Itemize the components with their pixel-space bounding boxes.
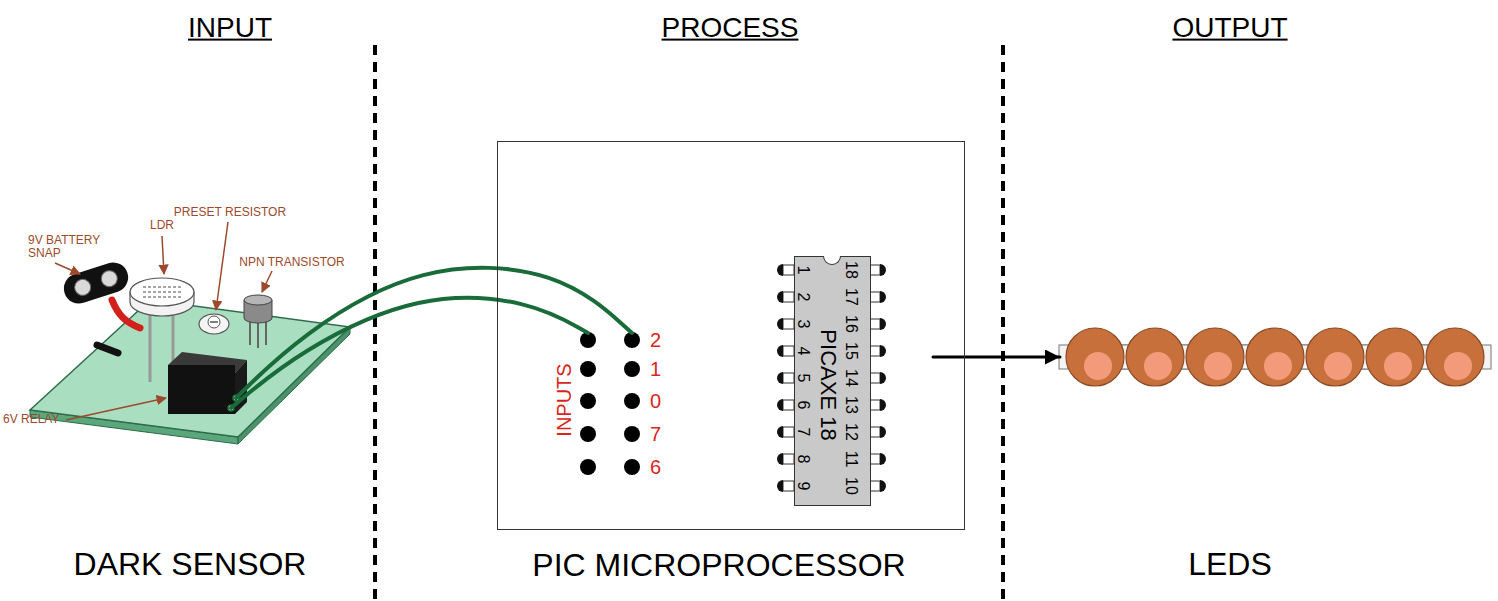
signal-wire <box>231 298 588 408</box>
chip-notch <box>823 256 841 265</box>
input-header <box>580 332 640 475</box>
input-number: 0 <box>650 390 661 412</box>
pin-number: 16 <box>842 315 860 333</box>
section-divider <box>1001 45 1005 601</box>
led-strip: LEDS <box>1060 320 1490 585</box>
part-label: NPN TRANSISTOR <box>239 256 345 269</box>
section-heading: INPUT <box>188 13 272 44</box>
pin-number: 14 <box>842 369 860 387</box>
flow-arrow <box>933 356 1060 359</box>
section-caption: PIC MICROPROCESSOR <box>532 548 905 583</box>
leader-line <box>55 263 80 274</box>
pin-number: 2 <box>794 293 812 302</box>
section-divider <box>373 45 377 601</box>
input-number: 6 <box>650 456 661 478</box>
sensor-illustration <box>30 222 350 444</box>
leader-line <box>262 271 272 292</box>
pin-number: 18 <box>842 261 860 279</box>
processor-board: PIC MICROPROCESSORPICAXE 18 <box>497 141 965 530</box>
chip-name: PICAXE 18 <box>816 329 840 440</box>
pin-number: 6 <box>794 401 812 410</box>
leader-line <box>216 222 228 310</box>
pin-number: 8 <box>794 455 812 464</box>
input-number: 7 <box>650 423 661 445</box>
pin-number: 12 <box>842 423 860 441</box>
pin-number: 3 <box>794 320 812 329</box>
section-caption: DARK SENSOR <box>74 547 307 582</box>
section-heading: PROCESS <box>662 13 799 44</box>
npn-transistor <box>244 295 272 348</box>
pin-number: 10 <box>842 477 860 495</box>
part-label: LDR <box>150 219 174 232</box>
pin-number: 7 <box>794 428 812 437</box>
pin-number: 4 <box>794 347 812 356</box>
circuit-board <box>30 300 350 437</box>
pin-number: 17 <box>842 288 860 306</box>
part-label: PRESET RESISTOR <box>174 206 286 219</box>
leader-line <box>66 398 166 420</box>
battery-wire <box>97 345 118 353</box>
input-number: 1 <box>650 358 661 380</box>
part-label: 9V BATTERY SNAP <box>28 234 108 260</box>
section-caption: LEDS <box>1188 547 1272 582</box>
preset-resistor <box>199 314 229 334</box>
ldr <box>130 278 194 316</box>
pin-number: 11 <box>842 451 860 468</box>
leader-line <box>162 236 164 274</box>
pin-number: 5 <box>794 374 812 383</box>
pin-number: 13 <box>842 396 860 414</box>
battery-snap <box>60 259 132 308</box>
led-strip <box>1059 328 1491 386</box>
input-label: INPUTS <box>553 363 575 436</box>
part-label: 6V RELAY <box>3 413 59 426</box>
pin-number: 15 <box>842 342 860 360</box>
input-number: 2 <box>650 329 661 351</box>
section-heading: OUTPUT <box>1172 13 1287 44</box>
pin-number: 1 <box>794 266 812 275</box>
pin-number: 9 <box>794 482 812 491</box>
